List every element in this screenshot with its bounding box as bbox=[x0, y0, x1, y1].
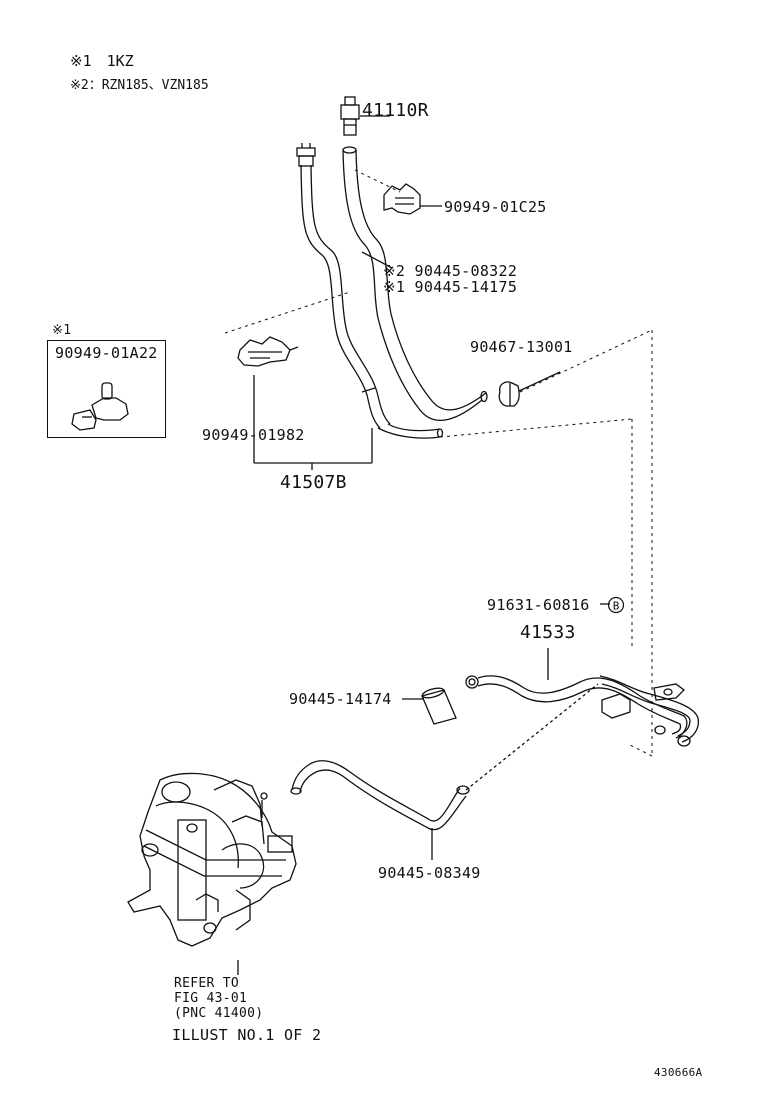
label-marker-1: ※1 bbox=[52, 323, 72, 338]
circle-b-marker: B bbox=[607, 596, 625, 614]
label-41110R: 41110R bbox=[362, 100, 429, 121]
figure-code: 430666A bbox=[654, 1066, 703, 1079]
vacuum-pump bbox=[127, 772, 297, 947]
refer-line-3: (PNC 41400) bbox=[174, 1006, 264, 1021]
pipe-41533 bbox=[465, 648, 700, 747]
label-90445-08349: 90445-08349 bbox=[378, 864, 481, 882]
dash-clip-01982 bbox=[224, 291, 351, 334]
label-90445-14174: 90445-14174 bbox=[289, 690, 392, 708]
clip-90949-01982 bbox=[237, 336, 299, 367]
label-41507b: 41507B bbox=[280, 472, 347, 493]
refer-line-1: REFER TO bbox=[174, 976, 240, 991]
clip-90949-01a22 bbox=[71, 382, 129, 431]
leader-lines bbox=[237, 603, 610, 975]
illust-number: ILLUST NO.1 OF 2 bbox=[172, 1026, 322, 1044]
clamp-90467-13001 bbox=[498, 371, 561, 407]
label-90949-01c25: 90949-01C25 bbox=[444, 198, 547, 216]
label-41533: 41533 bbox=[520, 622, 576, 643]
legend-note-1: ※1 1KZ bbox=[70, 52, 134, 70]
hose-90445-08349 bbox=[290, 683, 599, 860]
hose-90445-14175 bbox=[377, 423, 444, 439]
label-90949-01982: 90949-01982 bbox=[202, 426, 305, 444]
alt-part-box bbox=[47, 340, 166, 438]
hose-90445-14174 bbox=[402, 687, 457, 725]
clip-90949-01c25 bbox=[383, 183, 442, 215]
refer-line-2: FIG 43-01 bbox=[174, 991, 248, 1006]
svg-text:B: B bbox=[613, 600, 620, 613]
dash-clamp-lower bbox=[439, 418, 633, 438]
hose-41507b-left bbox=[296, 143, 391, 429]
bracket-41507b bbox=[253, 375, 373, 470]
hose-41507b-right bbox=[342, 146, 488, 421]
dash-clip-c25 bbox=[354, 169, 401, 193]
label-90467-13001: 90467-13001 bbox=[470, 338, 573, 356]
connector-41110R bbox=[340, 96, 390, 136]
label-90445-14175: ※1 90445-14175 bbox=[383, 278, 518, 296]
dash-clamp-upper bbox=[519, 329, 653, 393]
label-90445-08322: ※2 90445-08322 bbox=[383, 262, 518, 280]
dash-corner bbox=[629, 744, 653, 757]
label-90949-01a22: 90949-01A22 bbox=[55, 344, 158, 362]
legend-note-2: ※2：RZN185、VZN185 bbox=[70, 78, 209, 93]
label-91631-60816: 91631-60816 bbox=[487, 596, 590, 614]
